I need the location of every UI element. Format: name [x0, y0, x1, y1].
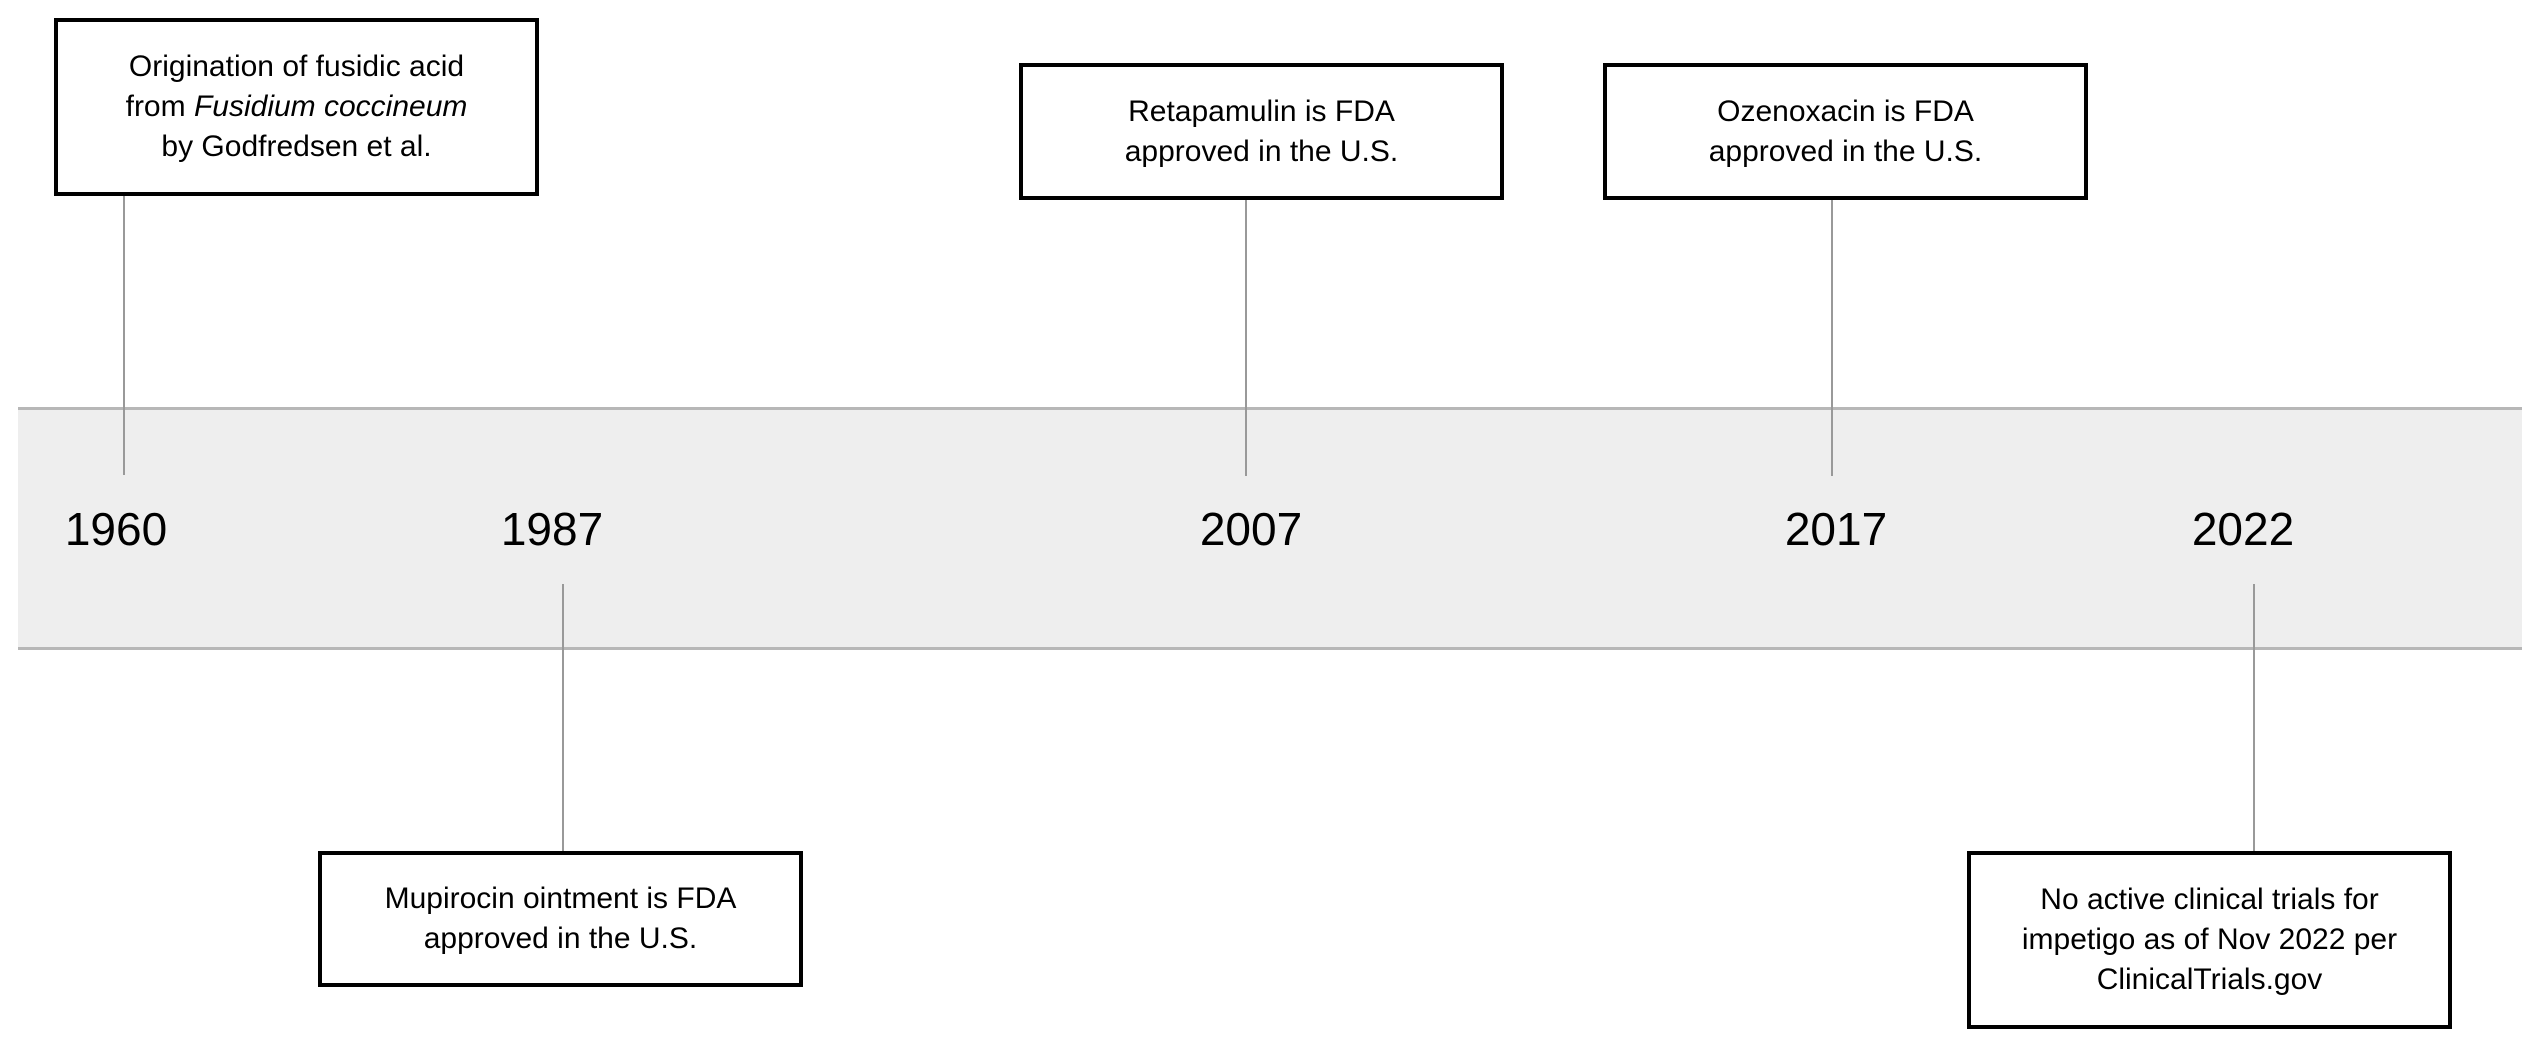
year-label-1987: 1987	[500, 503, 604, 555]
year-label-1960: 1960	[64, 503, 168, 555]
event-2007-line-1: Retapamulin is FDA	[1128, 94, 1395, 128]
event-box-2017: Ozenoxacin is FDA approved in the U.S.	[1603, 63, 2088, 200]
event-1960-line-2: from Fusidium coccineum	[126, 87, 468, 127]
event-2022-line-3: ClinicalTrials.gov	[2096, 963, 2323, 996]
year-label-2007: 2007	[1199, 503, 1303, 555]
year-label-2022: 2022	[2191, 503, 2295, 555]
event-1960-line-1: Origination of fusidic acid	[128, 50, 465, 83]
event-1960-organism-name: Fusidium coccineum	[193, 90, 468, 123]
connector-1987	[562, 584, 564, 852]
event-2022-line-2: impetigo as of Nov 2022 per	[2021, 923, 2398, 956]
event-box-2022: No active clinical trials for impetigo a…	[1967, 851, 2452, 1029]
connector-2007	[1245, 200, 1247, 476]
event-2017-line-1: Ozenoxacin is FDA	[1717, 94, 1974, 128]
event-2007-line-2: approved in the U.S.	[1124, 134, 1399, 168]
event-box-2007: Retapamulin is FDA approved in the U.S.	[1019, 63, 1504, 200]
event-1987-line-1: Mupirocin ointment is FDA	[384, 882, 737, 915]
connector-2017	[1831, 200, 1833, 476]
year-label-2017: 2017	[1784, 503, 1888, 555]
timeline-band	[18, 407, 2522, 650]
connector-2022	[2253, 584, 2255, 852]
event-1987-line-2: approved in the U.S.	[423, 922, 698, 955]
event-1960-line-2-prefix: from	[125, 90, 194, 123]
event-box-1987: Mupirocin ointment is FDA approved in th…	[318, 851, 803, 987]
event-2017-line-2: approved in the U.S.	[1708, 134, 1983, 168]
event-1960-line-3: by Godfredsen et al.	[161, 130, 432, 163]
event-2022-line-1: No active clinical trials for	[2040, 883, 2379, 916]
event-box-1960: Origination of fusidic acid from Fusidiu…	[54, 18, 539, 196]
connector-1960	[123, 195, 125, 475]
